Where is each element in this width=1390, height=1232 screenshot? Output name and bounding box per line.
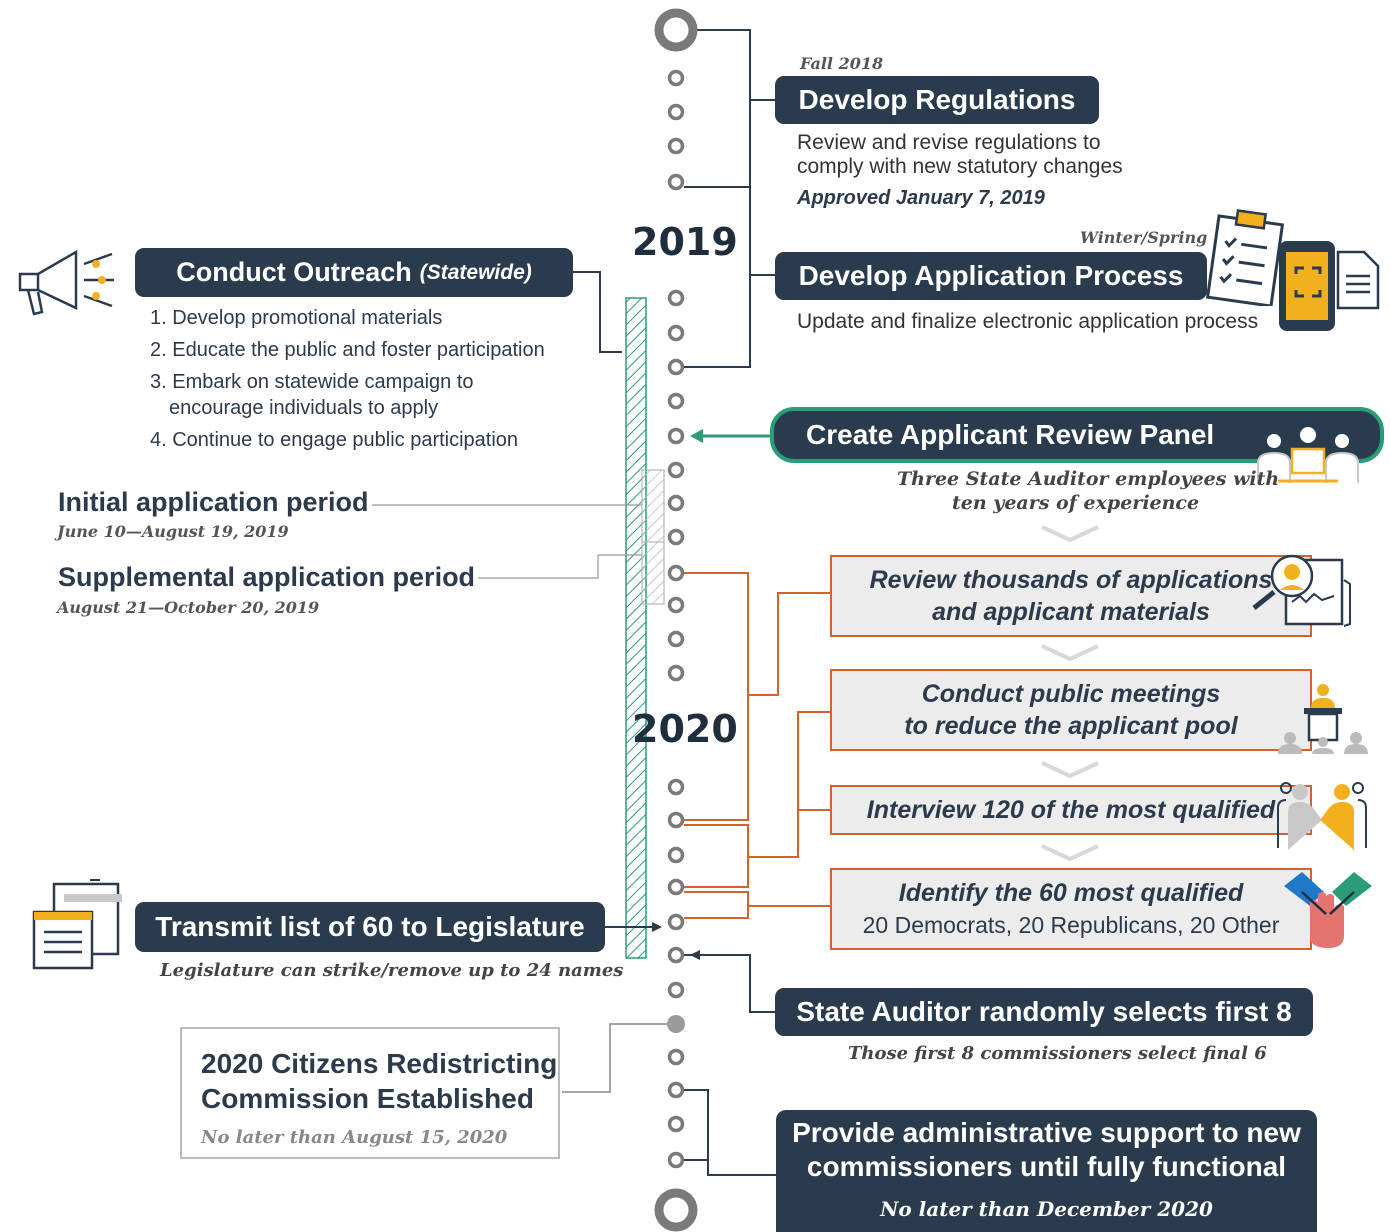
regulations-date: Fall 2018 [800,54,884,73]
timeline-dot [667,494,685,512]
timeline-dot [667,358,685,376]
supplemental-period-label: Supplemental application period [58,562,476,592]
commission-title-line2: Commission Established [201,1083,534,1114]
timeline-dot [667,289,685,307]
identify-step-line1: Identify the 60 most qualified [898,879,1244,907]
admin-support-note: No later than December 2020 [880,1197,1213,1221]
timeline-dot [667,69,685,87]
year-2020-label: 2020 [632,707,738,751]
initial-period-dates: June 10—August 19, 2019 [57,522,289,541]
clipboard-icon [1205,209,1285,306]
meetings-step-line1: Conduct public meetings [921,680,1221,708]
commission-note: No later than August 15, 2020 [201,1127,508,1148]
outreach-item-4: 4. Continue to engage public participati… [150,429,519,451]
timeline-dot [667,913,685,931]
admin-support-box: Provide administrative support to new co… [776,1110,1317,1232]
transmit-note: Legislature can strike/remove up to 24 n… [160,960,624,981]
podium-icon [1278,684,1368,754]
review-step-line2: and applicant materials [932,598,1210,626]
timeline-dot [667,564,685,582]
timeline-dot [667,846,685,864]
people-icon [1257,427,1359,483]
document-icon [1336,250,1380,310]
timeline-dot [667,103,685,121]
year-2019-label: 2019 [632,220,738,264]
review-panel-title: Create Applicant Review Panel [770,407,1384,463]
outreach-item-3: 3. Embark on statewide campaign to [150,371,474,393]
interview-step: Interview 120 of the most qualified [830,785,1312,835]
identify-step: Identify the 60 most qualified 20 Democr… [830,868,1312,950]
conduct-outreach-title: Conduct Outreach (Statewide) [135,248,573,297]
timeline-dot [667,596,685,614]
timeline-dot [667,1081,685,1099]
timeline-dot [667,528,685,546]
timeline-dot [667,1048,685,1066]
navy-connectors [573,29,780,1176]
phone-icon [1279,241,1335,331]
identify-step-line2: 20 Democrats, 20 Republicans, 20 Other [862,912,1280,938]
outreach-item-2: 2. Educate the public and foster partici… [150,339,545,361]
regulations-desc-line1: Review and revise regulations to [797,131,1101,154]
timeline-dot [667,461,685,479]
timeline-dot [667,878,685,896]
initial-period-bar [641,469,665,543]
interview-step-text: Interview 120 of the most qualified [866,796,1276,824]
magnifier-resume-icon [1252,554,1351,627]
random-select-note: Those first 8 commissioners select final… [848,1043,1267,1064]
regulations-desc-line2: comply with new statutory changes [797,155,1123,178]
outreach-item-1: 1. Develop promotional materials [150,307,443,329]
orange-connectors [684,572,830,919]
supplemental-period-dates: August 21—October 20, 2019 [57,598,320,617]
meetings-step-line2: to reduce the applicant pool [904,712,1238,740]
timeline-dot [667,778,685,796]
timeline-dot [667,1115,685,1133]
hands-icon [1284,872,1372,948]
admin-support-line2: commissioners until fully functional [806,1151,1287,1182]
outreach-item-3-cont: encourage individuals to apply [169,397,439,419]
transmit-list-title: Transmit list of 60 to Legislature [135,902,605,952]
develop-regulations-title: Develop Regulations [775,76,1099,124]
admin-support-line1: Provide administrative support to new [792,1117,1301,1148]
outreach-title-text: Conduct Outreach [176,257,412,287]
application-date: Winter/Spring [1080,228,1208,247]
review-panel-note-line1: Three State Auditor employees with [897,468,1280,490]
timeline-dot [667,324,685,342]
commission-title-line1: 2020 Citizens Redistricting [201,1048,558,1079]
develop-application-title: Develop Application Process [775,252,1207,300]
megaphone-icon [18,249,114,316]
commission-box: 2020 Citizens Redistricting Commission E… [180,1027,560,1159]
outreach-title-suffix: (Statewide) [419,260,532,284]
handshake-icon [1277,782,1367,850]
review-applications-step: Review thousands of applications and app… [830,555,1312,637]
timeline-end-dot [654,1188,698,1232]
timeline-start-dot [654,8,698,52]
timeline-dot [667,427,685,445]
chevrons [1041,525,1099,862]
timeline-dot [667,173,685,191]
review-panel-note-line2: ten years of experience [952,492,1200,514]
timeline-dot [667,630,685,648]
timeline-dot [667,946,685,964]
timeline-dot [667,664,685,682]
random-select-title: State Auditor randomly selects first 8 [775,988,1313,1036]
timeline-dot [667,137,685,155]
timeline-dot [667,981,685,999]
timeline-dot [667,811,685,829]
initial-period-label: Initial application period [58,487,369,517]
timeline-dots [654,8,698,1232]
timeline-dot [667,1151,685,1169]
timeline-dot [667,392,685,410]
review-panel-title-text: Create Applicant Review Panel [806,419,1215,450]
regulations-status: Approved January 7, 2019 [797,187,1045,209]
application-desc: Update and finalize electronic applicati… [797,310,1259,333]
supplemental-period-bar [641,541,665,605]
list-transfer-icon [32,879,122,970]
arrow-head [690,950,700,960]
outreach-duration-bar [625,297,647,959]
public-meetings-step: Conduct public meetings to reduce the ap… [830,669,1312,751]
review-step-line1: Review thousands of applications [869,566,1273,594]
timeline-milestone-dot [667,1015,685,1033]
